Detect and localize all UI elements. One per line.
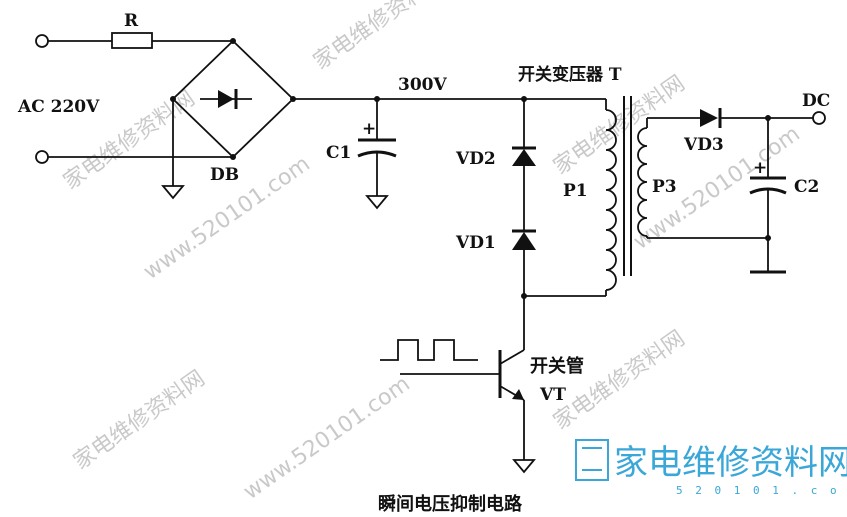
c1-plus: +: [362, 119, 376, 139]
vd3-label: VD3: [683, 135, 724, 155]
ac-terminal-top: [35, 34, 49, 48]
transistor-vt: [400, 349, 525, 401]
transformer-label: 开关变压器 T: [518, 64, 622, 85]
diode-vd3: [700, 108, 722, 128]
c2-label: C2: [794, 177, 819, 197]
c1-label: C1: [326, 143, 351, 163]
p1-label: P1: [563, 181, 588, 201]
bridge-label: DB: [210, 165, 239, 185]
watermark-text: 家电维修资料网: [549, 71, 690, 180]
switch-tube-label: 开关管: [530, 355, 584, 377]
ac-terminal-bottom: [35, 150, 49, 164]
vd1-label: VD1: [455, 233, 496, 253]
vt-label: VT: [539, 385, 566, 405]
site-logo: 家电维修资料网 5 2 0 1 0 1 . c o m: [575, 439, 847, 497]
diagram-caption: 瞬间电压抑制电路: [378, 493, 523, 515]
transformer-secondary-p3: [637, 127, 648, 237]
ground-symbol: [161, 185, 185, 200]
dc-label: DC: [802, 91, 830, 111]
resistor-r: [111, 32, 153, 49]
diode-vd2: [512, 146, 536, 166]
capacitor-c2: [749, 118, 787, 274]
watermark-text: www.520101.com: [239, 371, 415, 504]
c2-plus: +: [753, 158, 767, 178]
watermark-text: 家电维修资料网: [309, 0, 450, 75]
transformer-primary-p1: [605, 109, 617, 291]
logo-text: 家电维修资料网: [614, 443, 847, 483]
ground-symbol: [512, 459, 536, 474]
bridge-rectifier: [170, 38, 296, 160]
capacitor-c1: [357, 99, 397, 210]
logo-subtext: 5 2 0 1 0 1 . c o m: [676, 484, 847, 497]
dc-terminal: [812, 111, 826, 125]
vd2-label: VD2: [455, 149, 496, 169]
ac-label: AC 220V: [17, 97, 100, 117]
bus-voltage-label: 300V: [398, 75, 447, 95]
pwm-pulse-waveform: [380, 339, 478, 361]
resistor-label: R: [124, 11, 139, 31]
watermark-text: 家电维修资料网: [549, 326, 690, 435]
p3-label: P3: [652, 177, 677, 197]
watermark-text: 家电维修资料网: [69, 366, 210, 475]
diode-vd1: [512, 229, 536, 250]
